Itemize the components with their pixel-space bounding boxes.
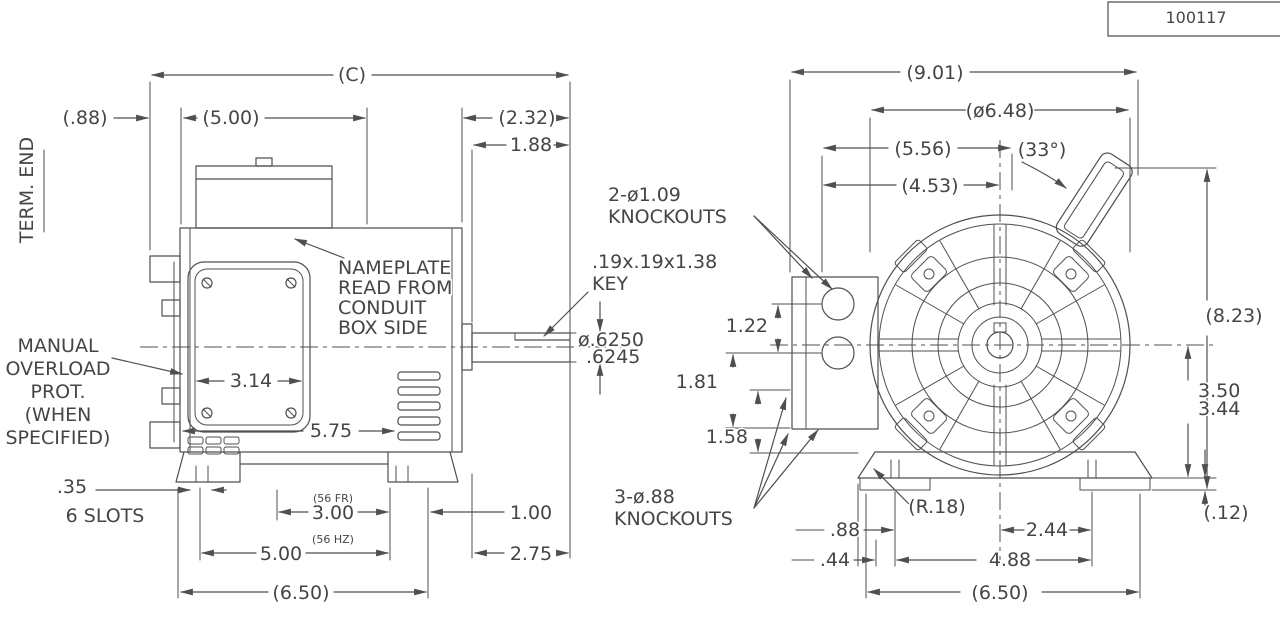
dim-6-50-right: (6.50) — [971, 582, 1028, 604]
dim-1-81: 1.81 — [676, 371, 718, 393]
dim-overhang: (.88) — [62, 107, 107, 129]
dim-1-22: 1.22 — [726, 315, 768, 337]
dim-3-00: 3.00 — [312, 502, 354, 524]
frame-note-fr: (56 FR) — [313, 492, 353, 505]
key-note-line1: .19x.19x1.38 — [592, 251, 717, 273]
end-view-dimension-lines — [725, 68, 1217, 599]
nameplate-note-line3: CONDUIT — [338, 297, 427, 319]
side-view-dimension-lines — [95, 71, 604, 599]
radius-leader — [873, 468, 911, 506]
dim-3-50: 3.50 — [1198, 380, 1240, 402]
dim-r-18: (R.18) — [908, 496, 966, 518]
dim-12: (.12) — [1203, 502, 1248, 524]
end-view-geometry — [770, 140, 1215, 560]
dim-8-23: (8.23) — [1205, 305, 1262, 327]
dim-2-44: 2.44 — [1026, 519, 1068, 541]
lifting-boss — [1055, 152, 1133, 247]
drawing-number: 100117 — [1165, 8, 1226, 27]
overload-note-line1: MANUAL — [17, 335, 99, 357]
overload-note-line2: OVERLOAD — [6, 358, 111, 380]
motor-face-circle — [869, 214, 1131, 476]
shaft-dia-upper: ø.6250 — [578, 329, 644, 351]
nameplate-leader — [293, 238, 345, 259]
knockouts-bottom-line2: KNOCKOUTS — [614, 508, 733, 530]
dim-5-top: (5.00) — [202, 107, 259, 129]
slots-dim: .35 — [57, 476, 87, 498]
dim-c: (C) — [338, 64, 366, 86]
knockouts-top-line2: KNOCKOUTS — [608, 206, 727, 228]
overload-note-line5: SPECIFIED) — [6, 427, 111, 449]
knockout-circle-upper — [821, 287, 855, 321]
dim-88: .88 — [830, 519, 860, 541]
nameplate-note-line1: NAMEPLATE — [338, 257, 451, 279]
dim-1-00: 1.00 — [510, 502, 552, 524]
overload-note-line4: (WHEN — [25, 404, 92, 426]
knockout-circle-lower — [821, 336, 855, 370]
overload-note-line3: PROT. — [30, 381, 85, 403]
title-block — [1107, 1, 1280, 37]
terminal-end-cap — [149, 255, 181, 449]
dim-5-75: 5.75 — [310, 420, 352, 442]
vent-slots — [397, 371, 441, 441]
knockouts-bottom-leader — [753, 433, 789, 509]
dim-6-50-left: (6.50) — [272, 582, 329, 604]
knockouts-bottom-line1: 3-ø.88 — [614, 486, 675, 508]
dim-2-75: 2.75 — [510, 543, 552, 565]
slots-count: 6 SLOTS — [66, 505, 145, 527]
dim-9-01: (9.01) — [906, 62, 963, 84]
overload-leader — [111, 357, 184, 375]
dim-4-88: 4.88 — [989, 549, 1031, 571]
dim-1-88: 1.88 — [510, 134, 552, 156]
dim-33deg: (33°) — [1018, 139, 1067, 161]
nameplate-note-line2: READ FROM — [338, 277, 452, 299]
drawing-labels: 100117 (C) (.88) (5.00) (2.32) 1.88 TERM… — [4, 7, 1264, 606]
nameplate-note-line4: BOX SIDE — [338, 317, 428, 339]
key-note-line2: KEY — [592, 273, 628, 295]
knockouts-top-line1: 2-ø1.09 — [608, 184, 681, 206]
knockouts-top-leader — [753, 215, 813, 279]
term-end-label: TERM. END — [16, 137, 38, 244]
dim-3-44: 3.44 — [1198, 398, 1240, 420]
key-leader — [543, 291, 589, 337]
fan-guard — [869, 214, 1131, 476]
bolt-pads — [894, 239, 1106, 451]
mounting-feet — [175, 451, 459, 483]
conduit-box-side — [195, 157, 333, 229]
dim-6-48: (ø6.48) — [966, 100, 1035, 122]
vent-grid — [187, 436, 240, 455]
dim-5-00: 5.00 — [260, 543, 302, 565]
side-view-geometry — [140, 157, 622, 483]
frame-note-hz: (56 HZ) — [312, 533, 354, 546]
dim-44: .44 — [820, 549, 850, 571]
terminal-cover — [187, 261, 311, 433]
keyway — [993, 322, 1007, 333]
dim-2-32: (2.32) — [498, 107, 555, 129]
dim-1-58: 1.58 — [706, 426, 748, 448]
dim-3-14: 3.14 — [230, 370, 272, 392]
mounting-base — [857, 451, 1153, 491]
shaft-dia-lower: .6245 — [586, 346, 640, 368]
dim-5-56: (5.56) — [894, 138, 951, 160]
dim-4-53: (4.53) — [901, 175, 958, 197]
angle-leader — [1021, 161, 1067, 189]
